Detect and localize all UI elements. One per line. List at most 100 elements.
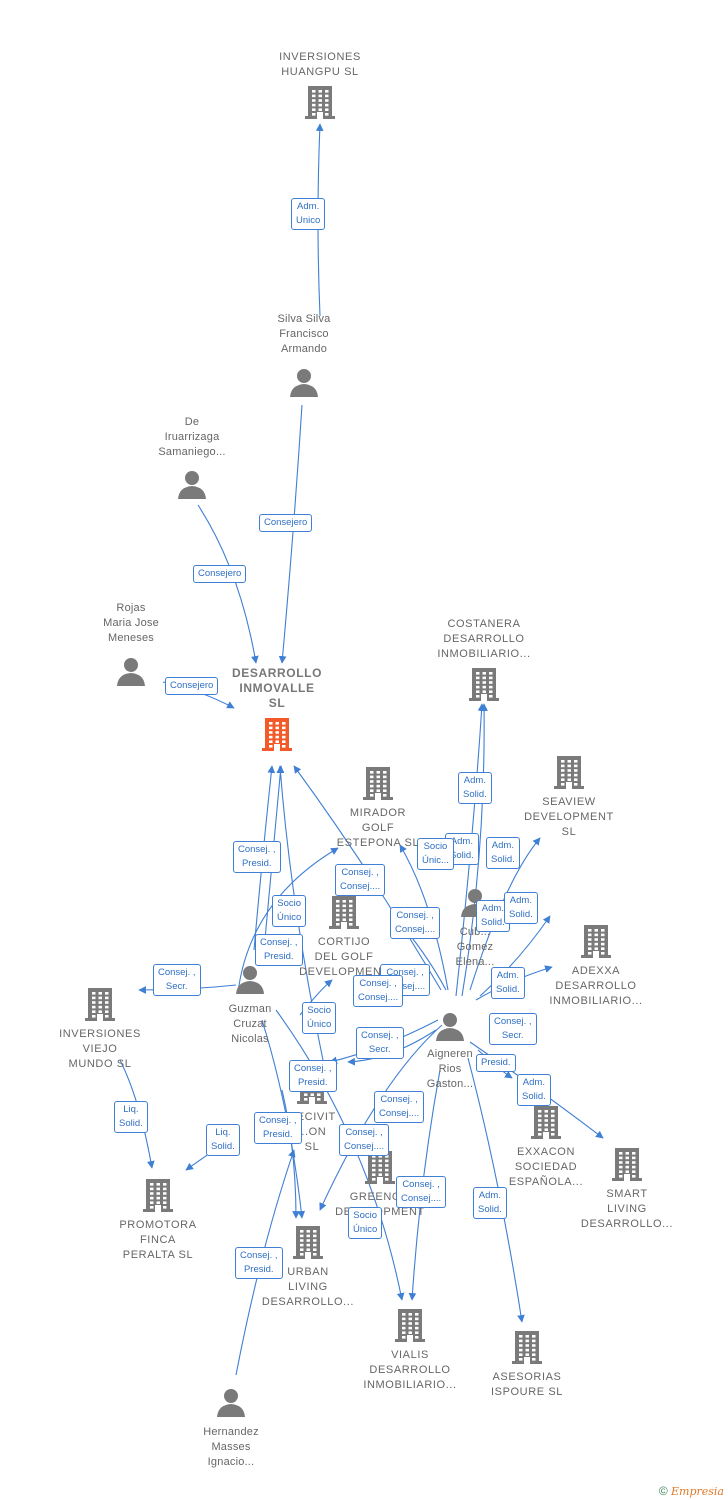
- node-label-line: Francisco: [279, 328, 329, 340]
- edge-label-l20[interactable]: Consej. ,Presid.: [289, 1060, 337, 1092]
- node-label-line: ESPAÑOLA...: [508, 1176, 584, 1188]
- person-node-hernandez[interactable]: [216, 1388, 246, 1418]
- edge-label-l16[interactable]: Adm.Solid.: [491, 967, 525, 999]
- node-label-line: SEAVIEW: [542, 796, 596, 808]
- company-node-costanera[interactable]: [469, 667, 499, 701]
- company-node-huangpu[interactable]: [305, 85, 335, 119]
- node-label-line: URBAN: [287, 1266, 329, 1278]
- company-node-viejo[interactable]: [85, 987, 115, 1021]
- company-node-promotora[interactable]: [143, 1178, 173, 1212]
- edge-label-l11[interactable]: Consej. ,Consej....: [390, 907, 441, 939]
- edge-label-l14[interactable]: Consej. ,Secr.: [153, 964, 201, 996]
- edge-label-l5[interactable]: Adm.Solid.: [458, 772, 492, 804]
- node-label-line: DEVELOPMENT: [524, 811, 614, 823]
- node-label-line: SL: [561, 826, 577, 838]
- company-node-seaview[interactable]: [554, 755, 584, 789]
- company-node-adexxa[interactable]: [581, 924, 611, 958]
- node-label-line: De: [184, 416, 200, 428]
- company-node-urban[interactable]: [293, 1225, 323, 1259]
- edge-label-line: Consej. ,: [396, 910, 434, 921]
- node-label-line: Hernandez: [203, 1426, 259, 1438]
- edge-label-line: Solid.: [481, 917, 505, 928]
- edge-label-l31[interactable]: Consej. ,Presid.: [235, 1247, 283, 1279]
- edge-label-line: Socio: [307, 1005, 332, 1016]
- node-label-line: Nicolas: [231, 1033, 269, 1045]
- company-node-exxacon[interactable]: [531, 1105, 561, 1139]
- edge-label-l25[interactable]: Liq.Solid.: [206, 1124, 240, 1156]
- building-icon: [512, 1331, 542, 1364]
- node-label-line: Gaston...: [426, 1078, 474, 1090]
- edge-label-line: Secr.: [501, 1030, 524, 1041]
- edge-label-l18[interactable]: Consej. ,Secr.: [356, 1027, 404, 1059]
- relationship-edge: [237, 847, 339, 993]
- person-node-aigneren[interactable]: [435, 1012, 465, 1042]
- edge-label-l10[interactable]: Adm.Solid.: [486, 837, 520, 869]
- node-label-seaview[interactable]: SEAVIEW DEVELOPMENT SL: [524, 795, 614, 840]
- company-node-desarrollo[interactable]: [262, 717, 292, 751]
- edge-label-l24[interactable]: Consej. ,Presid.: [254, 1112, 302, 1144]
- edge-label-line: Único: [307, 1019, 332, 1030]
- edge-label-l3[interactable]: Consejero: [193, 565, 247, 583]
- edge-label-l7[interactable]: Consej. ,Consej....: [335, 864, 386, 896]
- company-node-asesorias[interactable]: [512, 1330, 542, 1364]
- edge-label-l33[interactable]: Adm.Solid.: [504, 892, 538, 924]
- edge-label-l6[interactable]: Consej. ,Presid.: [233, 841, 281, 873]
- edge-label-l21[interactable]: Presid.: [476, 1054, 516, 1072]
- company-node-vialis[interactable]: [395, 1308, 425, 1342]
- edge-label-l4[interactable]: Consejero: [165, 677, 219, 695]
- company-node-cortijo[interactable]: [329, 895, 359, 929]
- building-icon: [363, 767, 393, 800]
- edge-label-l29[interactable]: Adm.Solid.: [473, 1187, 507, 1219]
- edge-label-line: Presid.: [297, 1077, 328, 1088]
- edge-label-l19[interactable]: Consej. ,Secr.: [489, 1013, 537, 1045]
- person-node-silva[interactable]: [289, 368, 319, 398]
- edge-label-line: Presid.: [481, 1057, 511, 1068]
- edge-label-l34[interactable]: Consej. ,Consej....: [353, 975, 404, 1007]
- edge-label-line: Adm.: [522, 1077, 545, 1088]
- company-node-greengo[interactable]: [365, 1150, 395, 1184]
- building-icon: [329, 896, 359, 929]
- person-node-iruarrizaga[interactable]: [177, 470, 207, 500]
- edge-label-l13[interactable]: Consej. ,Presid.: [255, 934, 303, 966]
- edge-label-line: Adm.: [450, 836, 473, 847]
- person-node-rojas[interactable]: [116, 657, 146, 687]
- edge-label-l22[interactable]: Adm.Solid.: [517, 1074, 551, 1106]
- edge-label-l23[interactable]: Liq.Solid.: [114, 1101, 148, 1133]
- edge-label-line: Consejero: [264, 517, 308, 528]
- edge-label-l26[interactable]: Consej. ,Consej....: [374, 1091, 425, 1123]
- company-node-mirador[interactable]: [363, 766, 393, 800]
- company-node-smart[interactable]: [612, 1147, 642, 1181]
- edge-label-l2[interactable]: Consejero: [259, 514, 313, 532]
- edge-label-l27[interactable]: Consej. ,Consej....: [339, 1124, 390, 1156]
- edge-label-line: Consej. ,: [260, 937, 298, 948]
- edge-label-line: Consej....: [379, 1108, 420, 1119]
- edge-label-l28[interactable]: Consej. ,Consej....: [396, 1176, 447, 1208]
- node-label-line: DEL GOLF: [314, 951, 374, 963]
- edge-label-l1[interactable]: Adm.Unico: [291, 198, 326, 230]
- person-node-guzman[interactable]: [235, 965, 265, 995]
